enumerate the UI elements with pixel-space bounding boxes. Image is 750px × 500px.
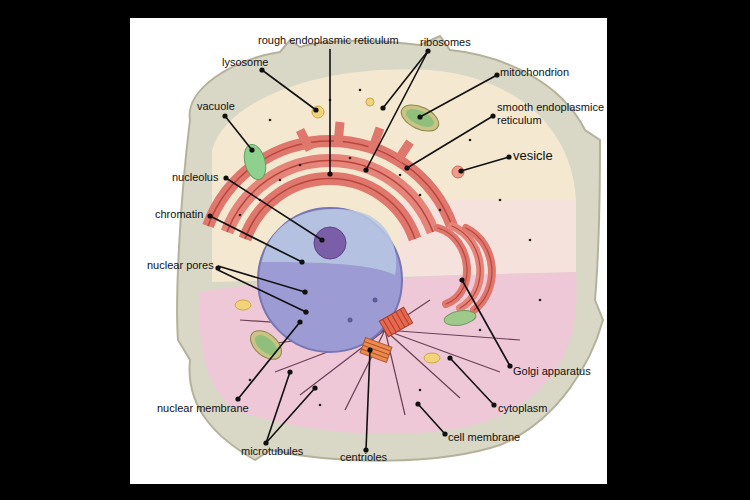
part-label: cell membrane	[448, 431, 520, 444]
nucleus	[258, 208, 402, 352]
part-label: microtubules	[241, 445, 303, 458]
part-label: chromatin	[155, 208, 203, 221]
ribosome-dots	[239, 89, 542, 407]
leader-lines	[210, 49, 510, 450]
small-organelles	[235, 98, 464, 363]
part-label: vacuole	[197, 100, 235, 113]
part-label: nucleolus	[172, 171, 218, 184]
centrioles-shape	[360, 307, 413, 362]
part-label: rough endoplasmic reticulum	[258, 34, 399, 47]
cell-membrane-shape	[177, 36, 603, 461]
part-label: smooth endoplasmice reticulum	[497, 101, 609, 127]
part-label: mitochondrion	[500, 66, 569, 79]
white-panel	[130, 18, 607, 484]
cell-body	[177, 36, 603, 461]
part-label: centrioles	[340, 451, 387, 464]
part-label: nuclear membrane	[157, 402, 249, 415]
part-label: nuclear pores	[147, 259, 214, 272]
golgi	[438, 226, 492, 310]
mitochondria	[245, 100, 477, 365]
part-label: cytoplasm	[498, 402, 548, 415]
part-label: lysosome	[222, 56, 268, 69]
leader-dots	[207, 48, 512, 452]
part-label: ribosomes	[420, 36, 471, 49]
part-label: Golgi apparatus	[513, 365, 591, 378]
part-label: vesicle	[513, 148, 553, 163]
